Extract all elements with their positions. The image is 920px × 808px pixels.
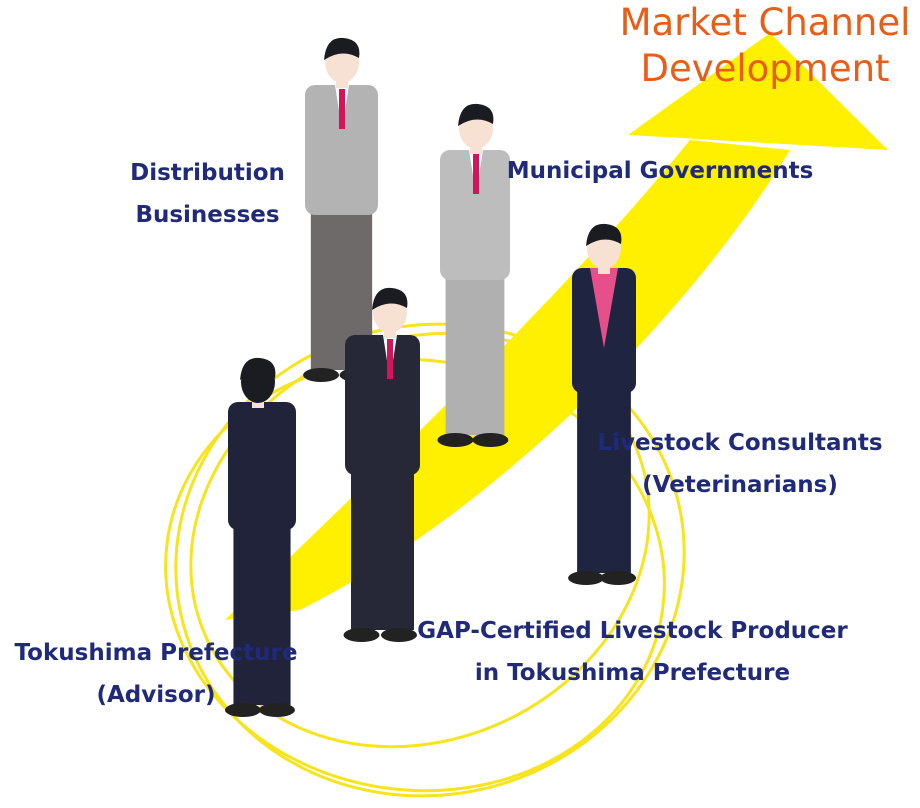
label-gap-producer: GAP-Certified Livestock Producer in Toku… xyxy=(400,610,865,694)
leg xyxy=(475,275,505,435)
person-consultant xyxy=(568,223,637,585)
leg xyxy=(604,388,631,573)
hair xyxy=(324,37,360,60)
label-line: Municipal Governments xyxy=(506,158,814,184)
orbit-ring xyxy=(164,357,666,793)
label-line: Businesses xyxy=(135,202,280,228)
hair xyxy=(586,223,622,246)
label-line: Tokushima Prefecture xyxy=(14,640,298,666)
label-line: in Tokushima Prefecture xyxy=(474,660,791,686)
shoe xyxy=(381,628,417,642)
person-distribution xyxy=(303,37,378,382)
leg xyxy=(445,275,475,435)
shoe xyxy=(343,628,380,642)
leg xyxy=(577,388,604,573)
label-line: (Veterinarians) xyxy=(642,472,838,498)
shoe xyxy=(258,703,295,717)
shoe xyxy=(303,368,340,382)
leg xyxy=(310,210,342,370)
label-distribution-businesses: Distribution Businesses xyxy=(110,152,305,236)
shoe xyxy=(224,703,261,717)
title-line1: Market Channel xyxy=(619,1,911,44)
label-line: Livestock Consultants xyxy=(597,430,883,456)
shoe xyxy=(568,571,605,585)
hair xyxy=(372,287,408,310)
leg xyxy=(262,525,291,705)
hair xyxy=(458,103,494,126)
label-line: GAP-Certified Livestock Producer xyxy=(417,618,848,644)
tie xyxy=(387,339,393,379)
torso xyxy=(228,402,296,530)
shoe xyxy=(600,571,637,585)
label-livestock-consultants: Livestock Consultants (Veterinarians) xyxy=(585,422,895,506)
torso xyxy=(305,85,378,215)
people xyxy=(224,37,637,717)
shoe xyxy=(472,433,509,447)
title-line2: Development xyxy=(640,47,890,90)
label-municipal-governments: Municipal Governments xyxy=(495,150,825,192)
hair xyxy=(240,357,276,380)
leg xyxy=(382,470,414,630)
orbit-ring xyxy=(174,322,686,798)
person-advisor xyxy=(224,357,296,717)
leg xyxy=(233,525,262,705)
label-line: (Advisor) xyxy=(96,682,216,708)
orbit-rings xyxy=(164,322,686,798)
arrow-head xyxy=(628,33,888,150)
tie xyxy=(339,89,345,129)
shirt xyxy=(590,268,618,348)
leg xyxy=(351,470,383,630)
person-producer xyxy=(343,287,420,642)
person-municipal xyxy=(437,103,510,447)
torso xyxy=(440,150,510,280)
label-tokushima-advisor: Tokushima Prefecture (Advisor) xyxy=(0,632,312,716)
title: Market Channel Development xyxy=(600,0,920,92)
torso xyxy=(345,335,420,475)
label-line: Distribution xyxy=(130,160,285,186)
tie xyxy=(473,154,479,194)
shoe xyxy=(437,433,474,447)
